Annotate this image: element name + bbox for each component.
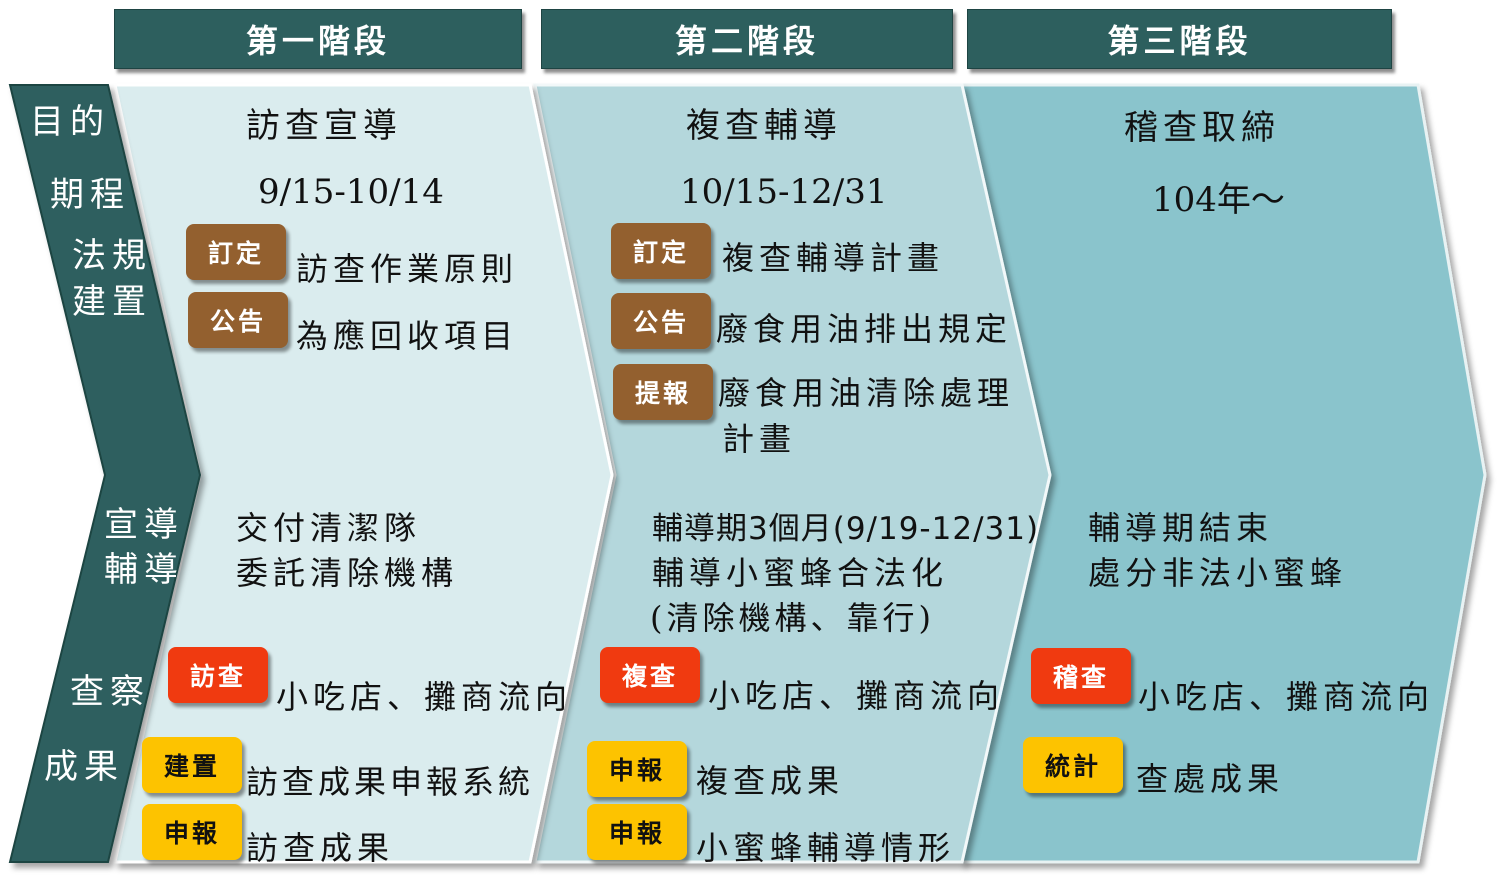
row-label-guidance-1: 宣導 bbox=[104, 505, 184, 545]
stage2-reg-badge-3: 提報 bbox=[613, 364, 713, 420]
stage2-reg-badge-1: 訂定 bbox=[611, 223, 711, 279]
stage1-schedule: 9/15-10/14 bbox=[258, 172, 444, 212]
stage3-inspection-badge: 稽查 bbox=[1031, 648, 1131, 704]
stage3-inspection-text: 小吃店、攤商流向 bbox=[1138, 678, 1435, 716]
stage2-purpose: 複查輔導 bbox=[686, 106, 842, 146]
stage2-reg-text-3b: 計畫 bbox=[722, 420, 797, 458]
row-label-regulation-2: 建置 bbox=[72, 282, 152, 322]
stage1-result-badge-2: 申報 bbox=[142, 804, 242, 860]
row-label-regulation-1: 法規 bbox=[72, 236, 152, 276]
stage1-reg-text-2: 為應回收項目 bbox=[296, 317, 519, 355]
stage1-purpose: 訪查宣導 bbox=[246, 106, 402, 146]
stage2-result-badge-2: 申報 bbox=[587, 804, 687, 860]
stage2-reg-text-3: 廢食用油清除處理 bbox=[718, 374, 1015, 412]
stage2-guidance-2: 輔導小蜜蜂合法化 bbox=[652, 554, 949, 592]
header-stage-1: 第一階段 bbox=[114, 9, 522, 69]
stage1-guidance-2: 委託清除機構 bbox=[236, 554, 459, 592]
stage3-guidance-2: 處分非法小蜜蜂 bbox=[1088, 554, 1348, 592]
stage2-schedule: 10/15-12/31 bbox=[680, 172, 888, 212]
stage2-reg-text-2: 廢食用油排出規定 bbox=[716, 310, 1013, 348]
stage3-result-text-1: 查處成果 bbox=[1136, 760, 1285, 798]
stage3-result-badge-1: 統計 bbox=[1023, 737, 1123, 793]
stage1-result-text-2: 訪查成果 bbox=[246, 829, 395, 867]
stage1-reg-badge-1: 訂定 bbox=[186, 224, 286, 280]
stage1-result-text-1: 訪查成果申報系統 bbox=[246, 763, 535, 801]
stage2-result-text-1: 複查成果 bbox=[696, 762, 845, 800]
header-stage-2: 第二階段 bbox=[541, 9, 953, 69]
stage2-inspection-text: 小吃店、攤商流向 bbox=[708, 677, 1005, 715]
stage1-guidance-1: 交付清潔隊 bbox=[236, 509, 422, 547]
stage1-reg-text-1: 訪查作業原則 bbox=[296, 250, 519, 288]
row-label-guidance-2: 輔導 bbox=[104, 550, 184, 590]
row-label-inspection: 查察 bbox=[70, 672, 150, 712]
row-label-band bbox=[8, 84, 202, 863]
stage3-schedule: 104年～ bbox=[1152, 180, 1285, 220]
stage1-inspection-badge: 訪查 bbox=[168, 647, 268, 703]
stage1-inspection-text: 小吃店、攤商流向 bbox=[276, 678, 573, 716]
stage3-guidance-1: 輔導期結束 bbox=[1088, 509, 1274, 547]
stage2-guidance-1: 輔導期3個月(9/19-12/31) bbox=[652, 511, 1040, 547]
stage2-result-badge-1: 申報 bbox=[587, 741, 687, 797]
row-label-results: 成果 bbox=[44, 747, 124, 787]
row-label-purpose: 目的 bbox=[30, 102, 110, 142]
stage1-result-badge-1: 建置 bbox=[142, 737, 242, 793]
stage2-guidance-3: (清除機構、靠行) bbox=[650, 599, 935, 637]
stage2-inspection-badge: 複查 bbox=[600, 647, 700, 703]
row-label-schedule: 期程 bbox=[50, 175, 130, 215]
stage2-reg-badge-2: 公告 bbox=[611, 293, 711, 349]
stage2-reg-text-1: 複查輔導計畫 bbox=[722, 239, 945, 277]
stage2-result-text-2: 小蜜蜂輔導情形 bbox=[696, 829, 956, 867]
stage3-purpose: 稽查取締 bbox=[1124, 108, 1280, 148]
stage1-reg-badge-2: 公告 bbox=[188, 292, 288, 348]
header-stage-3: 第三階段 bbox=[967, 9, 1392, 69]
